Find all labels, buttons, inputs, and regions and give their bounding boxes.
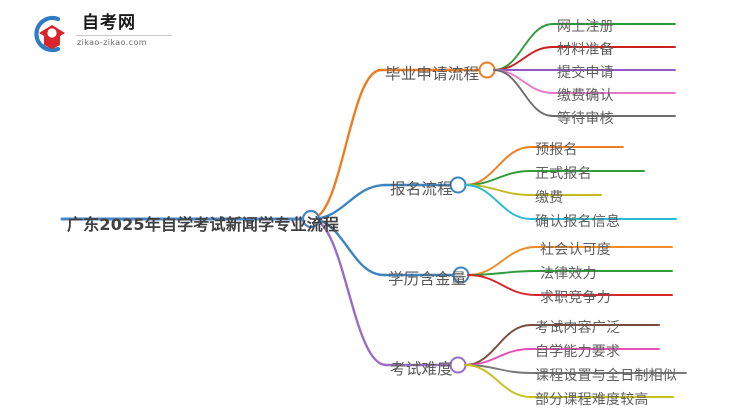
leaf-node-label-3-3[interactable]: 部分课程难度较高 bbox=[535, 392, 649, 408]
leaf-node-label-0-1[interactable]: 材料准备 bbox=[557, 42, 614, 58]
leaf-node-label-0-3[interactable]: 缴费确认 bbox=[557, 88, 614, 104]
leaf-node-label-0-0[interactable]: 网上注册 bbox=[557, 19, 614, 35]
leaf-node-label-3-1[interactable]: 自学能力要求 bbox=[535, 344, 621, 360]
logo-mark-icon bbox=[34, 15, 65, 53]
edge-branch-0-to-leaf-4 bbox=[493, 69, 554, 117]
leaf-node-label-2-0[interactable]: 社会认可度 bbox=[540, 242, 611, 258]
edge-branch-3-to-leaf-0 bbox=[464, 324, 532, 366]
branch-node-label-3[interactable]: 考试难度 bbox=[390, 360, 453, 378]
logo-name-cn: 自考网 bbox=[82, 13, 136, 33]
edge-branch-0-to-leaf-3 bbox=[493, 69, 554, 94]
logo-domain: zikao-zikao.com bbox=[77, 38, 147, 47]
branch-node-label-0[interactable]: 毕业申请流程 bbox=[385, 65, 480, 83]
branch-node-label-1[interactable]: 报名流程 bbox=[390, 180, 453, 198]
leaf-node-label-0-4[interactable]: 等待审核 bbox=[557, 111, 614, 127]
edge-branch-2-to-leaf-2 bbox=[467, 274, 537, 296]
leaf-node-label-1-3[interactable]: 确认报名信息 bbox=[535, 214, 621, 230]
branch-node-circle-0[interactable] bbox=[478, 61, 496, 79]
logo-divider bbox=[76, 35, 172, 36]
leaf-node-label-1-2[interactable]: 缴费 bbox=[535, 190, 564, 206]
edge-root-to-branch-3 bbox=[309, 217, 388, 367]
leaf-node-label-3-0[interactable]: 考试内容广泛 bbox=[535, 320, 621, 336]
site-logo[interactable]: 自考网 zikao-zikao.com bbox=[28, 12, 178, 56]
leaf-node-label-3-2[interactable]: 课程设置与全日制相似 bbox=[535, 368, 677, 384]
leaf-node-label-0-2[interactable]: 提交申请 bbox=[557, 65, 614, 81]
root-node-circle[interactable] bbox=[301, 209, 321, 229]
edge-branch-0-to-leaf-1 bbox=[493, 46, 554, 71]
leaf-node-label-2-2[interactable]: 求职竞争力 bbox=[540, 290, 611, 306]
edge-root-to-branch-0 bbox=[309, 68, 383, 221]
root-node-label[interactable]: 广东2025年自学考试新闻学专业流程 bbox=[67, 215, 340, 234]
branch-node-label-2[interactable]: 学历含金量 bbox=[388, 270, 467, 288]
edge-root-to-branch-1 bbox=[309, 183, 388, 221]
leaf-node-label-1-1[interactable]: 正式报名 bbox=[535, 166, 592, 182]
edge-branch-3-to-leaf-3 bbox=[464, 364, 532, 398]
logo-text-block: 自考网 zikao-zikao.com bbox=[76, 12, 176, 54]
leaf-node-label-2-1[interactable]: 法律效力 bbox=[540, 266, 597, 282]
leaf-node-label-1-0[interactable]: 预报名 bbox=[535, 142, 578, 158]
edge-root-to-branch-2 bbox=[309, 217, 386, 277]
edge-branch-1-to-leaf-0 bbox=[464, 146, 532, 186]
edge-branch-1-to-leaf-3 bbox=[464, 184, 532, 220]
